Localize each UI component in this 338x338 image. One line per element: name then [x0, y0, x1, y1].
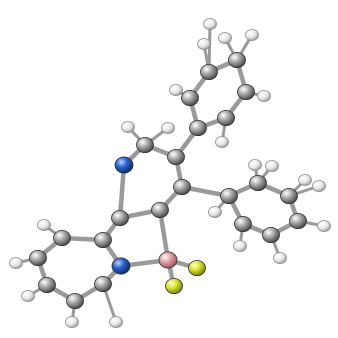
- carbon-atom: [111, 209, 129, 227]
- fluorine-atom: [165, 277, 183, 295]
- carbon-atom: [173, 178, 191, 196]
- hydrogen-atom: [218, 32, 232, 44]
- bonds-layer: [14, 22, 326, 324]
- carbon-atom: [189, 119, 207, 137]
- atoms-layer: [9, 18, 331, 328]
- hydrogen-atom: [317, 220, 331, 232]
- carbon-atom: [280, 187, 298, 205]
- carbon-atom: [237, 83, 255, 101]
- carbon-atom: [94, 275, 112, 293]
- hydrogen-atom: [109, 316, 123, 328]
- carbon-atom: [53, 229, 71, 247]
- hydrogen-atom: [203, 18, 217, 30]
- hydrogen-atom: [37, 219, 51, 231]
- nitrogen-atom: [114, 156, 134, 174]
- carbon-atom: [151, 201, 169, 219]
- hydrogen-atom: [208, 206, 222, 218]
- hydrogen-atom: [245, 29, 259, 41]
- hydrogen-atom: [9, 257, 23, 269]
- hydrogen-atom: [248, 159, 262, 171]
- carbon-atom: [289, 212, 307, 230]
- carbon-atom: [217, 109, 235, 127]
- hydrogen-atom: [233, 240, 247, 252]
- hydrogen-atom: [21, 290, 35, 302]
- boron-atom: [158, 251, 178, 269]
- carbon-atom: [167, 148, 185, 166]
- carbon-atom: [94, 231, 112, 249]
- hydrogen-atom: [312, 180, 326, 192]
- hydrogen-atom: [257, 90, 271, 102]
- carbon-atom: [29, 249, 47, 267]
- hydrogen-atom: [273, 252, 287, 264]
- bond-c7-n2: [117, 162, 127, 221]
- carbon-atom: [200, 63, 218, 81]
- carbon-atom: [220, 187, 238, 205]
- nitrogen-atom: [111, 257, 131, 275]
- hydrogen-atom: [169, 84, 183, 96]
- fluorine-atom: [188, 259, 206, 277]
- carbon-atom: [38, 276, 56, 294]
- carbon-atom: [234, 215, 252, 233]
- hydrogen-atom: [161, 122, 175, 134]
- carbon-atom: [136, 136, 154, 154]
- hydrogen-atom: [265, 160, 279, 172]
- hydrogen-atom: [215, 136, 229, 148]
- carbon-atom: [66, 292, 84, 310]
- carbon-atom: [262, 226, 280, 244]
- hydrogen-atom: [197, 38, 211, 50]
- hydrogen-atom: [298, 174, 312, 186]
- hydrogen-atom: [121, 121, 135, 133]
- hydrogen-atom: [65, 316, 79, 328]
- carbon-atom: [181, 89, 199, 107]
- carbon-atom: [228, 51, 246, 69]
- carbon-atom: [249, 174, 267, 192]
